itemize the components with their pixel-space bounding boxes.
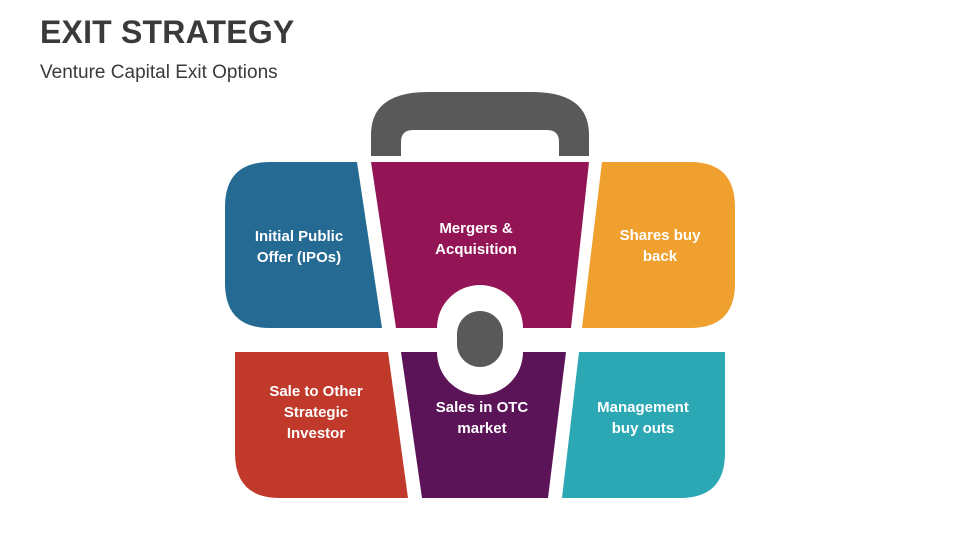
- segment-buyback: [582, 162, 735, 328]
- briefcase-handle: [371, 92, 589, 156]
- segment-mergers: [371, 162, 589, 328]
- label-mergers: Mergers &Acquisition: [435, 220, 517, 258]
- lock-icon: [457, 311, 503, 367]
- segment-ipo: [225, 162, 382, 328]
- segment-mbo: [562, 352, 725, 498]
- page-subtitle: Venture Capital Exit Options: [40, 62, 278, 83]
- segment-otc: [401, 352, 566, 498]
- segment-strategic: [235, 352, 408, 498]
- page-title: EXIT STRATEGY: [40, 14, 295, 50]
